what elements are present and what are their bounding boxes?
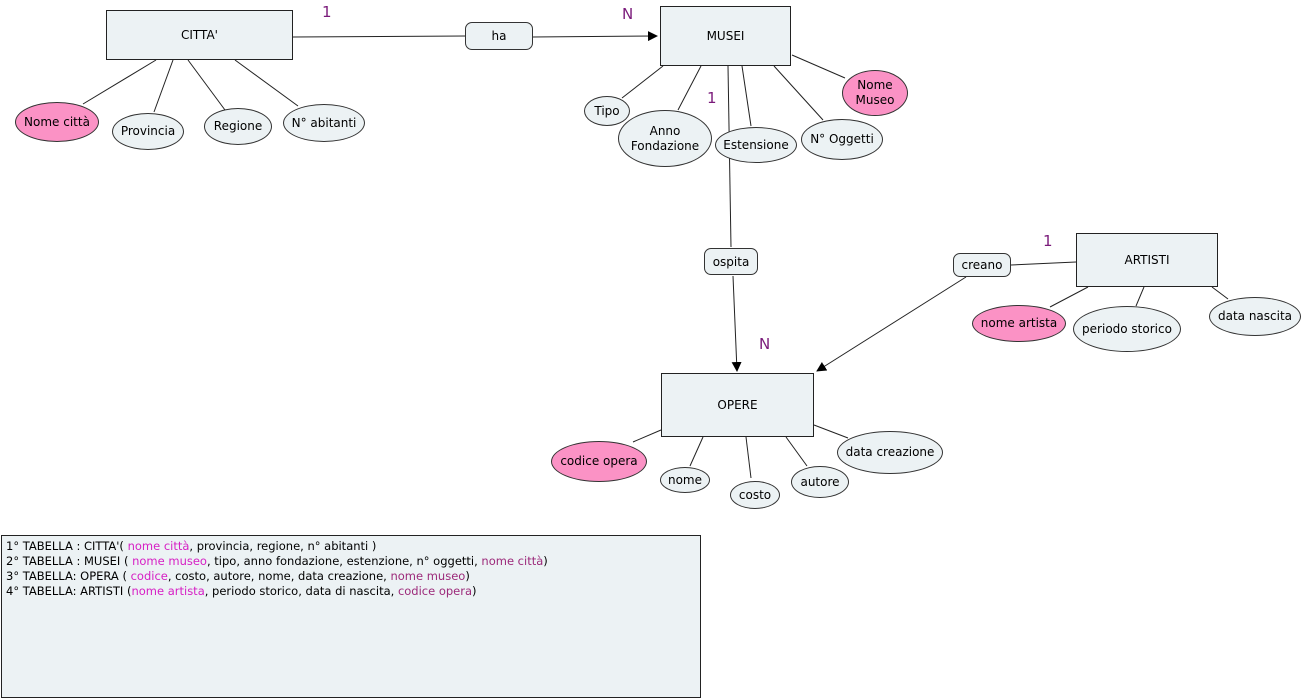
primary-key: codice xyxy=(130,569,168,583)
cardinality-artisti-creano: 1 xyxy=(1043,232,1053,250)
cardinality-opere-ospita: N xyxy=(759,335,771,353)
attribute-label: N° abitanti xyxy=(291,115,357,130)
primary-key: nome artista xyxy=(131,584,205,598)
attribute-nome-citta[interactable]: Nome città xyxy=(15,102,99,142)
attribute-nome-artista[interactable]: nome artista xyxy=(972,305,1066,342)
entity-musei[interactable]: MUSEI xyxy=(660,6,791,66)
attribute-regione[interactable]: Regione xyxy=(204,108,272,145)
entity-opere[interactable]: OPERE xyxy=(661,373,814,437)
foreign-key: nome museo xyxy=(390,569,466,583)
attribute-label: nome artista xyxy=(980,316,1058,330)
attribute-label: Regione xyxy=(213,119,263,133)
entity-label: MUSEI xyxy=(706,29,745,43)
attribute-nome[interactable]: nome xyxy=(660,467,710,493)
attribute-periodo-storico[interactable]: periodo storico xyxy=(1073,306,1181,352)
cardinality-citta-ha: 1 xyxy=(322,3,332,21)
attribute-label: codice opera xyxy=(560,454,638,468)
notes-line: 2° TABELLA : MUSEI ( nome museo, tipo, a… xyxy=(6,554,696,569)
attribute-costo[interactable]: costo xyxy=(730,481,780,509)
attribute-label: Nome città xyxy=(24,114,90,129)
notes-text: 1° TABELLA : CITTA'( xyxy=(6,539,128,553)
cardinality-musei-ha: N xyxy=(622,5,634,23)
entity-citta[interactable]: CITTA' xyxy=(106,10,293,60)
entity-label: OPERE xyxy=(717,398,758,412)
entity-label: ARTISTI xyxy=(1124,253,1170,267)
notes-text: ) xyxy=(472,584,477,598)
attribute-label: costo xyxy=(738,487,772,502)
attribute-label: Provincia xyxy=(120,124,176,138)
line-ha-musei xyxy=(531,31,658,42)
attribute-n-abitanti[interactable]: N° abitanti xyxy=(283,104,365,142)
attribute-label: autore xyxy=(800,474,840,489)
attribute-data-nascita[interactable]: data nascita xyxy=(1209,297,1301,336)
line-creano-opere xyxy=(816,276,967,372)
attribute-label: N° Oggetti xyxy=(810,132,874,146)
attribute-codice-opera[interactable]: codice opera xyxy=(551,441,647,482)
entity-artisti[interactable]: ARTISTI xyxy=(1076,233,1218,287)
relationship-label: ospita xyxy=(712,254,750,269)
notes-text: 3° TABELLA: OPERA ( xyxy=(6,569,131,583)
relationship-ha[interactable]: ha xyxy=(465,22,533,50)
notes-text: ) xyxy=(465,569,470,583)
attribute-label: Anno Fondazione xyxy=(630,123,700,153)
attribute-anno-fondazione[interactable]: Anno Fondazione xyxy=(618,110,712,167)
attribute-autore[interactable]: autore xyxy=(791,466,849,498)
relationship-label: creano xyxy=(961,258,1003,272)
entity-label: CITTA' xyxy=(181,28,218,42)
line-ospita-opere xyxy=(731,275,742,372)
notes-text: 2° TABELLA : MUSEI ( xyxy=(6,554,133,568)
notes-line: 1° TABELLA : CITTA'( nome città, provinc… xyxy=(6,539,696,554)
attribute-n-oggetti[interactable]: N° Oggetti xyxy=(801,119,883,160)
relationship-label: ha xyxy=(491,29,507,43)
attribute-provincia[interactable]: Provincia xyxy=(112,113,184,150)
attribute-label: nome xyxy=(667,472,703,487)
tables-notes-box[interactable]: 1° TABELLA : CITTA'( nome città, provinc… xyxy=(1,535,701,698)
attribute-label: Estensione xyxy=(723,137,789,152)
attribute-label: data nascita xyxy=(1217,309,1293,323)
relationship-ospita[interactable]: ospita xyxy=(704,248,758,275)
foreign-key: codice opera xyxy=(397,584,473,598)
primary-key: nome città xyxy=(127,539,190,553)
attribute-label: Nome Museo xyxy=(855,78,895,107)
attribute-label: periodo storico xyxy=(1082,321,1172,336)
attribute-data-creazione[interactable]: data creazione xyxy=(837,431,943,474)
notes-text: 4° TABELLA: ARTISTI ( xyxy=(6,584,132,598)
notes-line: 3° TABELLA: OPERA ( codice, costo, autor… xyxy=(6,569,696,584)
attribute-label: Tipo xyxy=(594,103,620,118)
notes-text: , periodo storico, data di nascita, xyxy=(204,584,398,598)
cardinality-musei-ospita: 1 xyxy=(707,89,717,107)
attribute-nome-museo[interactable]: Nome Museo xyxy=(842,70,908,116)
notes-text: , costo, autore, nome, data creazione, xyxy=(167,569,391,583)
notes-text: ) xyxy=(543,554,548,568)
primary-key: nome museo xyxy=(132,554,207,568)
foreign-key: nome città xyxy=(481,554,544,568)
attribute-tipo[interactable]: Tipo xyxy=(584,96,630,126)
notes-text: , provincia, regione, n° abitanti ) xyxy=(189,539,377,553)
line-artisti-creano xyxy=(1010,261,1077,266)
relationship-creano[interactable]: creano xyxy=(953,253,1011,277)
notes-text: , tipo, anno fondazione, estenzione, n° … xyxy=(206,554,482,568)
attribute-label: data creazione xyxy=(845,445,935,459)
notes-line: 4° TABELLA: ARTISTI (nome artista, perio… xyxy=(6,584,696,599)
line-citta-ha xyxy=(292,35,467,38)
attribute-estensione[interactable]: Estensione xyxy=(715,127,797,163)
